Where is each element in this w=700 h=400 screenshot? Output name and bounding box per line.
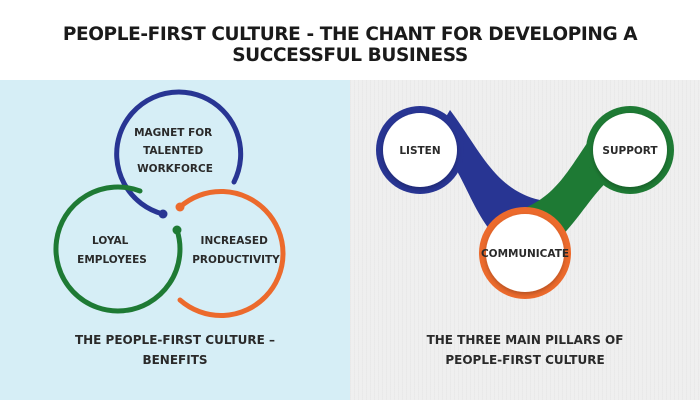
benefits-caption-line-2: BENEFITS (142, 353, 208, 367)
pillar-disc-communicate (486, 214, 564, 292)
pillars-caption-line-2: PEOPLE-FIRST CULTURE (445, 353, 605, 367)
benefits-caption-line-1: THE PEOPLE-FIRST CULTURE – (74, 333, 276, 347)
benefits-caption: THE PEOPLE-FIRST CULTURE – BENEFITS (40, 330, 310, 370)
pillar-label-communicate: COMMUNICATE (481, 248, 569, 260)
pillar-disc-support (593, 113, 667, 187)
pillar-disc-listen (383, 113, 457, 187)
benefit-label-talent: MAGNET FOR TALENTED WORKFORCE (134, 127, 216, 175)
pillar-label-support: SUPPORT (602, 145, 658, 157)
benefit-ring-talent-dot (158, 209, 168, 219)
benefit-ring-productivity (177, 189, 286, 318)
benefit-label-productivity: INCREASED PRODUCTIVITY (192, 235, 280, 266)
benefit-label-loyal: LOYAL EMPLOYEES (77, 235, 147, 266)
pillars-caption: THE THREE MAIN PILLARS OF PEOPLE-FIRST C… (390, 330, 660, 370)
pillar-label-listen: LISTEN (399, 145, 440, 157)
benefit-ring-productivity-dot (175, 202, 185, 212)
benefit-ring-loyal-dot (172, 225, 182, 235)
benefit-ring-loyal (53, 184, 183, 314)
pillars-diagram: LISTEN COMMUNICATE SUPPORT (376, 106, 674, 299)
page-title: PEOPLE-FIRST CULTURE - THE CHANT FOR DEV… (62, 24, 638, 66)
benefits-diagram: MAGNET FOR TALENTED WORKFORCE LOYAL EMPL… (53, 89, 286, 318)
title-bar (0, 0, 700, 80)
pillars-caption-line-1: THE THREE MAIN PILLARS OF (426, 333, 624, 347)
